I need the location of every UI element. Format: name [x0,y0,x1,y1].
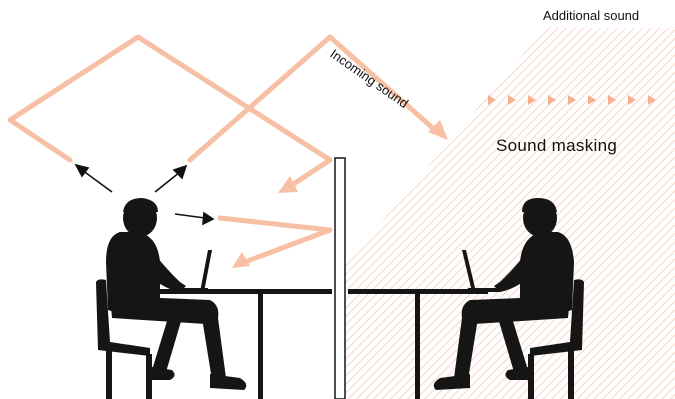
acoustic-partition [335,158,345,399]
person-left [96,198,246,399]
reflection-path-left [10,37,330,185]
arrowhead-incoming [428,120,448,140]
reflection-path-partition [220,218,330,262]
additional-sound-label: Additional sound [543,8,639,23]
sound-masking-label: Sound masking [496,136,617,156]
